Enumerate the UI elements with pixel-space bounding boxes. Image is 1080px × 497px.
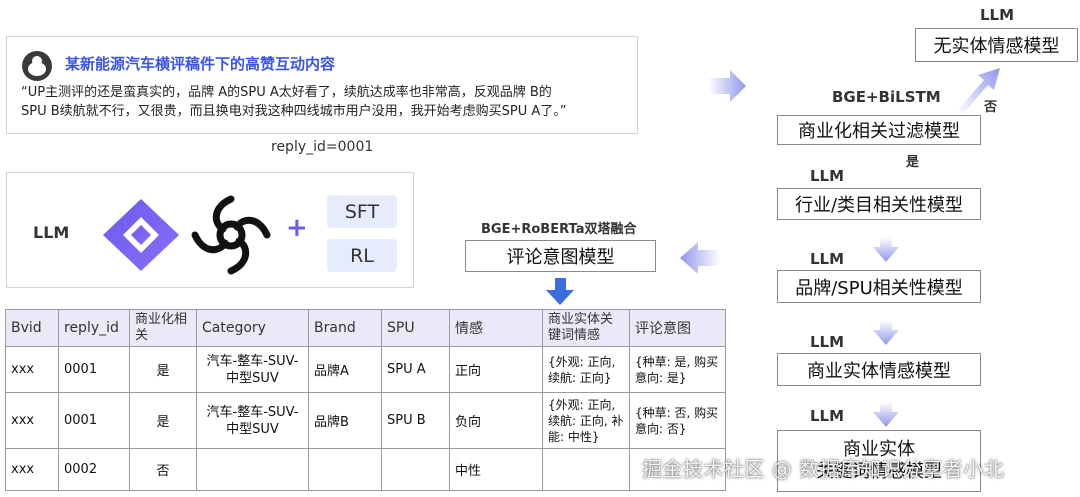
biz-entity-model-box: 商业实体情感模型 [777, 353, 981, 386]
cell-reply-id: 0001 [58, 346, 130, 393]
post-quote-line-2: SPU B续航就不行，又很贵，而且换电对我这种四线城市用户没用，我开始考虑购买S… [21, 104, 567, 119]
cell-reply-id: 0001 [58, 392, 130, 449]
plus-sign: + [286, 213, 308, 243]
table-row: xxx 0002 否 中性 [5, 448, 726, 491]
post-quote-line-1: “UP主测评的还是蛮真实的，品牌 A的SPU A太好看了，续航达成率也非常高，反… [21, 85, 552, 100]
sft-pill: SFT [327, 195, 397, 228]
th-intent: 评论意图 [629, 309, 726, 347]
cell-spu [381, 448, 450, 491]
table-row: xxx 0001 是 汽车-整车-SUV-中型SUV 品牌A SPU A 正向 … [5, 346, 726, 393]
cell-keyword-sentiment: {外观: 正向, 续航: 正向, 补能: 中性} [542, 392, 630, 449]
cell-brand: 品牌B [308, 392, 382, 449]
th-keyword-sentiment: 商业实体关键词情感 [542, 309, 630, 347]
cell-spu: SPU B [381, 392, 450, 449]
th-reply-id: reply_id [58, 309, 130, 347]
biz-entity-model-label: 商业实体情感模型 [807, 360, 951, 382]
entity-sentiment-label: 无实体情感模型 [933, 36, 1060, 57]
intent-model-label: 评论意图模型 [506, 247, 615, 268]
cell-brand [308, 448, 382, 491]
brand-model-box: 品牌/SPU相关性模型 [777, 270, 981, 303]
cell-spu: SPU A [381, 346, 450, 393]
cell-commercial: 是 [129, 346, 197, 393]
th-commercial: 商业化相关 [129, 309, 197, 347]
cell-bvid: xxx [5, 448, 59, 491]
qwen-logo-icon [99, 197, 183, 273]
result-table: Bvid reply_id 商业化相关 Category Brand SPU 情… [5, 309, 726, 491]
table-header-row: Bvid reply_id 商业化相关 Category Brand SPU 情… [5, 309, 726, 347]
table-row: xxx 0001 是 汽车-整车-SUV-中型SUV 品牌B SPU B 负向 … [5, 392, 726, 449]
cell-sentiment: 正向 [449, 346, 543, 393]
intent-model-box: 评论意图模型 [465, 240, 656, 272]
th-category: Category [196, 309, 309, 347]
intent-tag: BGE+RoBERTa双塔融合 [481, 222, 637, 237]
post-card: 某新能源汽车横评稿件下的高赞互动内容 “UP主测评的还是蛮真实的，品牌 A的SP… [6, 36, 638, 134]
cell-keyword-sentiment: {外观: 正向, 续航: 正向} [542, 346, 630, 393]
filter-tag: BGE+BiLSTM [832, 88, 941, 106]
industry-model-box: 行业/类目相关性模型 [777, 188, 981, 220]
cell-intent [629, 448, 726, 491]
model-logo-icon [189, 193, 273, 277]
cell-keyword-sentiment [542, 448, 630, 491]
entity-sentiment-box: 无实体情感模型 [915, 28, 1078, 62]
biz-entity-tag: LLM [810, 333, 845, 351]
arrow-down-icon-2 [873, 320, 899, 345]
cell-category: 汽车-整车-SUV-中型SUV [196, 346, 309, 393]
reply-id-label: reply_id=0001 [271, 139, 374, 155]
cell-bvid: xxx [5, 392, 59, 449]
yes-label: 是 [906, 155, 920, 170]
brand-model-label: 品牌/SPU相关性模型 [795, 277, 963, 299]
cell-sentiment: 中性 [449, 448, 543, 491]
post-title: 某新能源汽车横评稿件下的高赞互动内容 [65, 55, 336, 73]
cell-category: 汽车-整车-SUV-中型SUV [196, 392, 309, 449]
arrow-down-icon-3 [873, 402, 899, 427]
arrow-right-icon [708, 70, 746, 102]
filter-model-label: 商业化相关过滤模型 [798, 121, 960, 142]
avatar-icon [21, 50, 53, 82]
cell-sentiment: 负向 [449, 392, 543, 449]
cell-brand: 品牌A [308, 346, 382, 393]
keyword-tag: LLM [810, 407, 845, 425]
watermark: 掘金技术社区 @ 数据库知识分享者小北 [642, 457, 1005, 481]
arrow-down-icon-1 [873, 237, 899, 262]
arrow-down-blue-icon [546, 278, 574, 305]
keyword-model-box: 商业实体 关键词情感模型 [777, 430, 981, 492]
industry-model-label: 行业/类目相关性模型 [794, 195, 964, 216]
th-brand: Brand [308, 309, 382, 347]
industry-tag: LLM [810, 167, 845, 185]
th-bvid: Bvid [5, 309, 59, 347]
llm-label: LLM [33, 223, 70, 242]
filter-model-box: 商业化相关过滤模型 [777, 115, 981, 145]
arrow-left-icon [680, 242, 720, 274]
cell-commercial: 否 [129, 448, 197, 491]
cell-intent: {种草: 是, 购买意向: 是} [629, 346, 726, 393]
cell-category [196, 448, 309, 491]
rl-pill: RL [327, 239, 397, 272]
model-card: LLM + SFT RL [6, 172, 414, 288]
cell-intent: {种草: 否, 购买意向: 否} [629, 392, 726, 449]
keyword-model-label-line-2: 关键词情感模型 [816, 461, 942, 482]
cell-bvid: xxx [5, 346, 59, 393]
cell-reply-id: 0002 [58, 448, 130, 491]
entity-sentiment-tag: LLM [980, 6, 1015, 24]
th-sentiment: 情感 [449, 309, 543, 347]
th-spu: SPU [381, 309, 450, 347]
brand-tag: LLM [810, 250, 845, 268]
keyword-model-label-line-1: 商业实体 [843, 439, 915, 460]
no-label: 否 [984, 100, 998, 115]
cell-commercial: 是 [129, 392, 197, 449]
post-quote: “UP主测评的还是蛮真实的，品牌 A的SPU A太好看了，续航达成率也非常高，反… [21, 83, 631, 121]
